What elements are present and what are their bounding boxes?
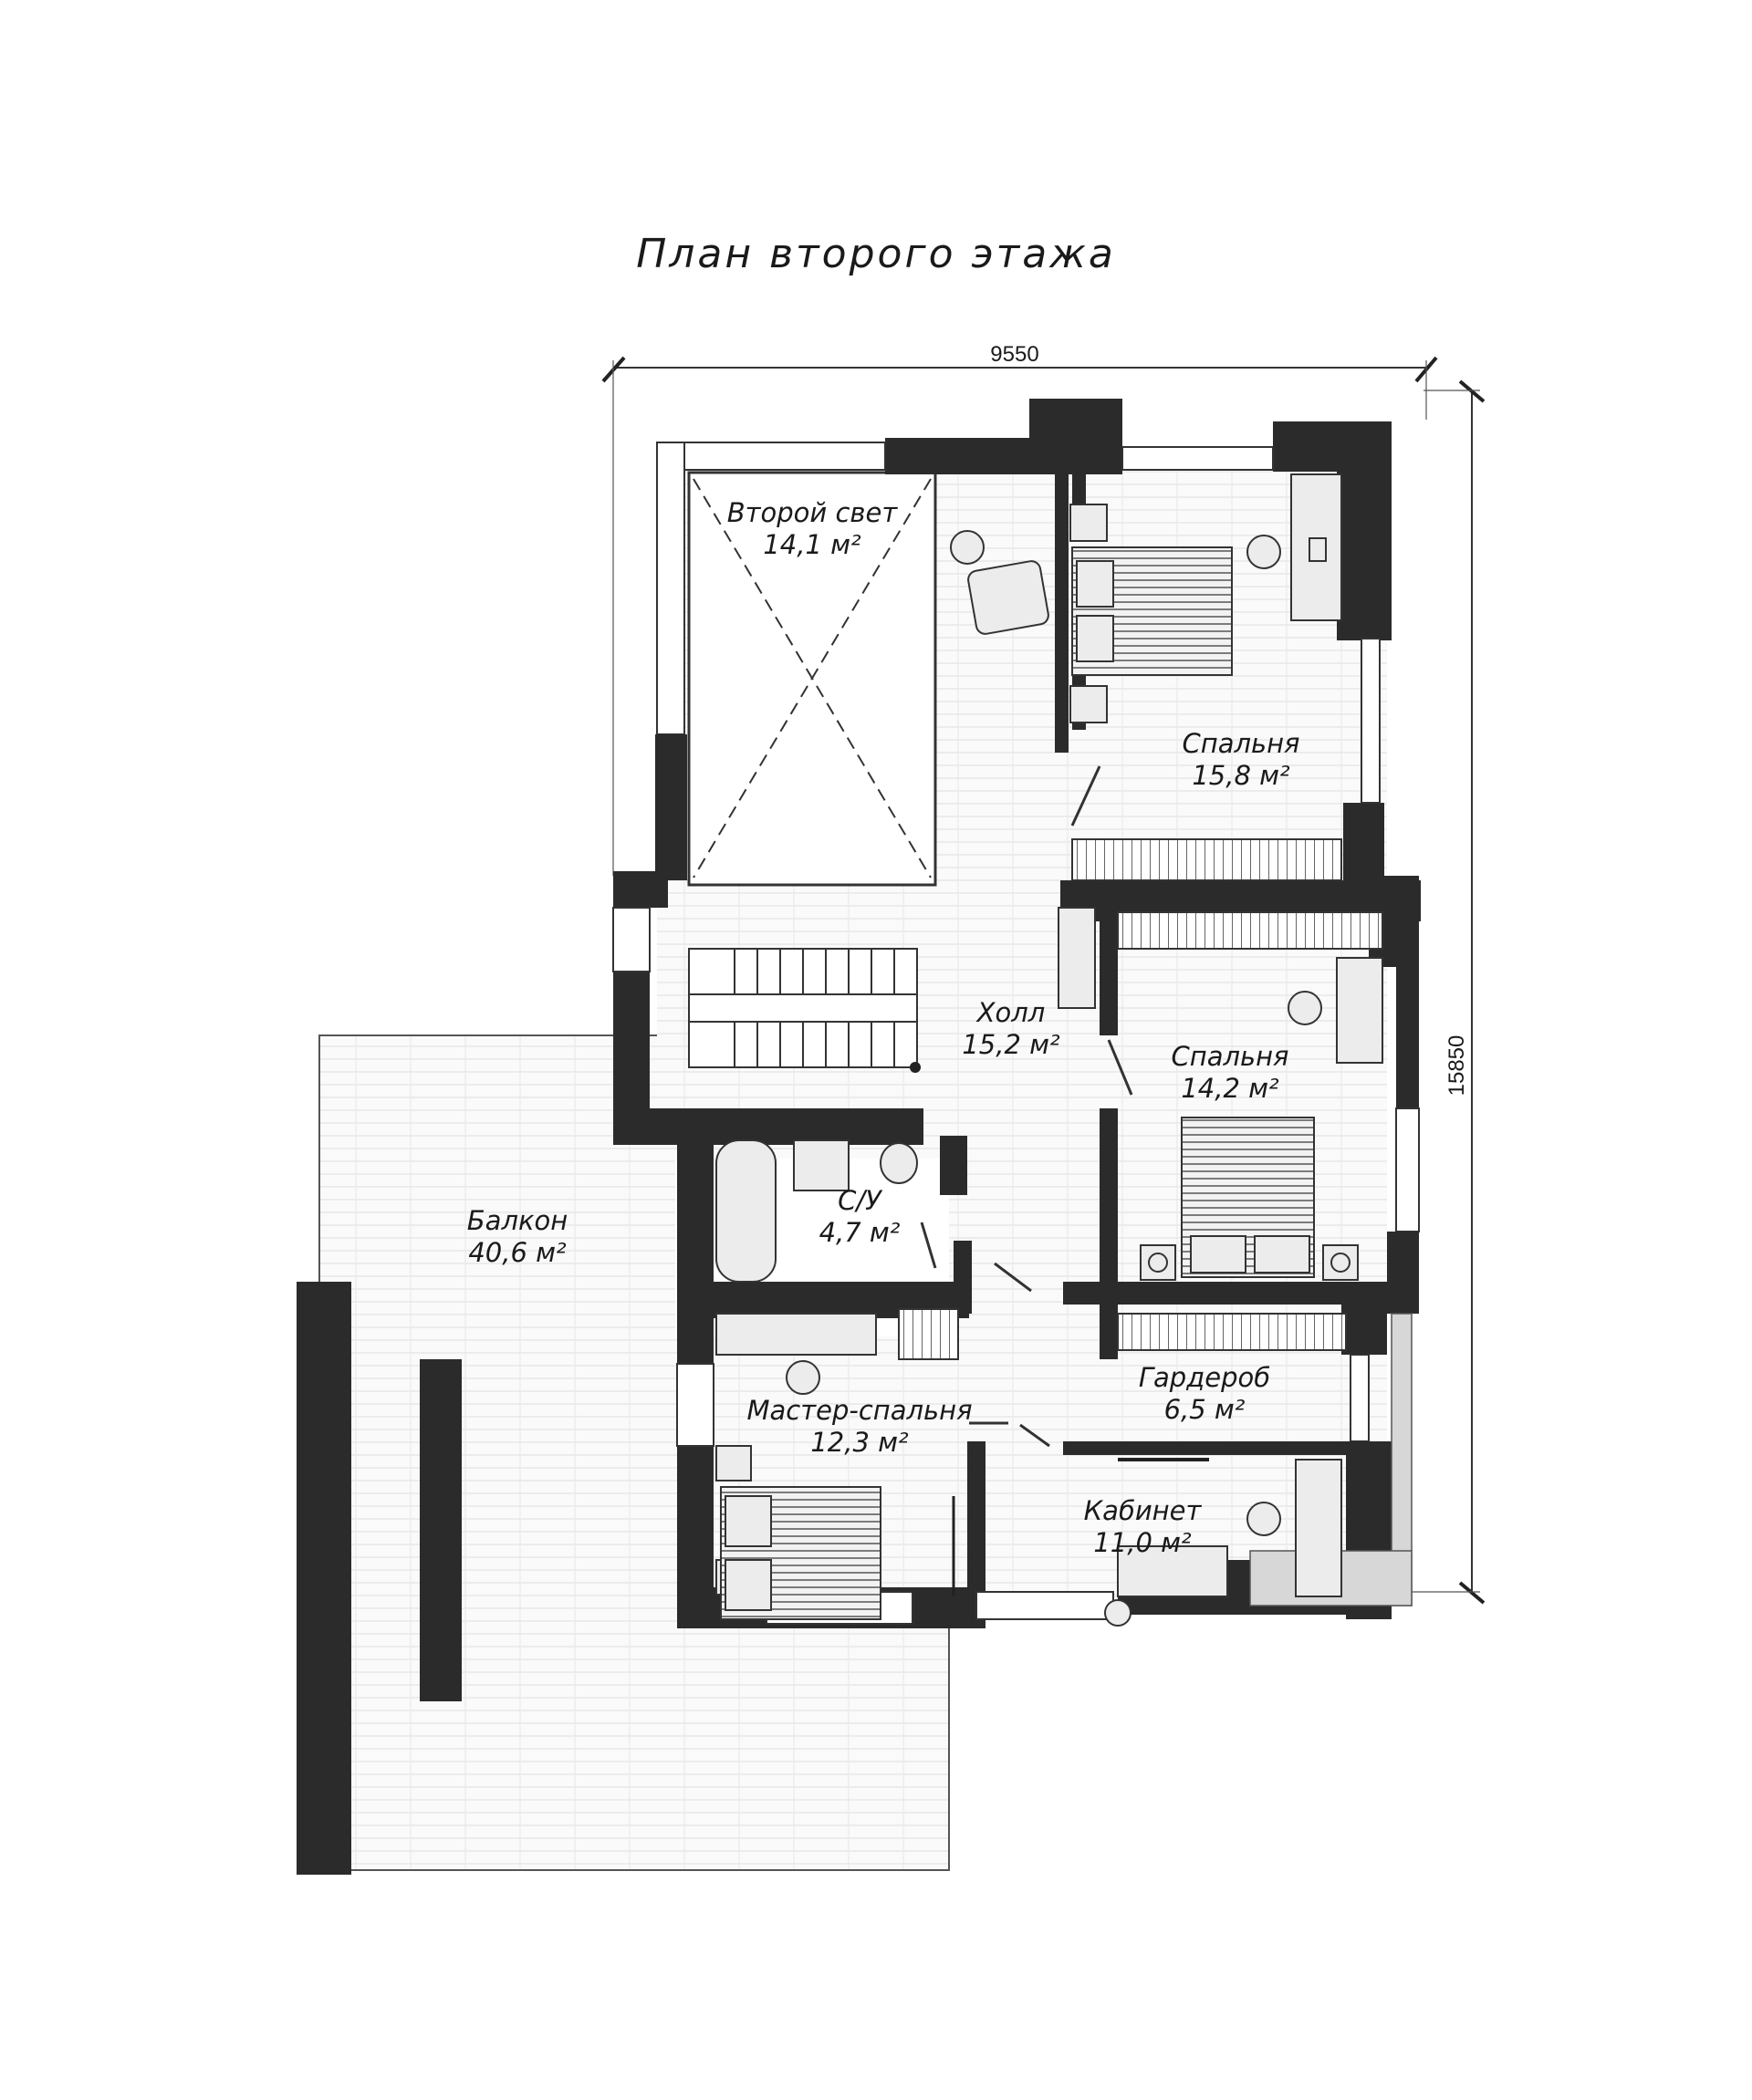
room-bathroom-area: 4,7 м² [819,1217,901,1248]
dimension-top: 9550 [601,342,1438,876]
plan-title: План второго этажа [636,231,1116,277]
room-master-bedroom-name: Мастер-спальня [746,1395,972,1426]
room-study-area: 11,0 м² [1093,1527,1192,1558]
room-balcony-area: 40,6 м² [468,1237,567,1268]
dimension-height: 15850 [1444,1035,1469,1097]
study-furniture [1104,1458,1342,1627]
master-bedroom-furniture [715,1360,881,1620]
staircase [688,948,921,1073]
second-light-void [687,471,937,887]
wardrobes [1071,838,1383,1351]
bedroom-2-furniture [1140,957,1383,1281]
room-wardrobe-area: 6,5 м² [1164,1394,1246,1425]
room-hall-area: 15,2 м² [962,1029,1060,1060]
room-bedroom-2-area: 14,2 м² [1181,1073,1279,1104]
room-second-light-name: Второй свет [727,497,899,528]
room-second-light-area: 14,1 м² [763,529,861,560]
doors [920,765,1133,1596]
room-bedroom-2-name: Спальня [1171,1041,1288,1072]
hall-armchair [950,530,1096,1009]
bathroom-furniture [715,1139,959,1360]
bedroom-1-furniture [1069,473,1342,723]
dimension-right: 15850 [1387,379,1486,1605]
room-wardrobe-name: Гардероб [1139,1362,1270,1393]
room-bedroom-1-name: Спальня [1182,728,1299,759]
room-bathroom-name: С/У [838,1185,883,1216]
room-study-name: Кабинет [1084,1495,1203,1526]
room-hall-name: Холл [975,997,1046,1028]
room-labels: Второй свет 14,1 м² Спальня 15,8 м² Холл… [467,497,1300,1558]
room-balcony-name: Балкон [467,1205,568,1236]
dimension-width: 9550 [990,342,1038,367]
room-master-bedroom-area: 12,3 м² [810,1427,909,1458]
room-bedroom-1-area: 15,8 м² [1192,760,1290,791]
